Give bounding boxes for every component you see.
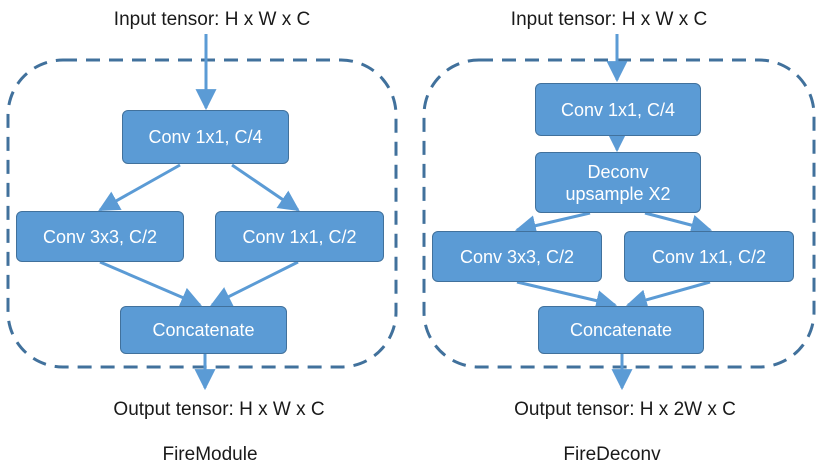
- firemodule-conv1x1-box: Conv 1x1, C/4: [122, 110, 289, 164]
- firemodule-output-label: Output tensor: H x W x C: [113, 399, 325, 420]
- firemodule-caption: FireModule: [162, 444, 258, 465]
- firedeconv-conv1x1-box: Conv 1x1, C/4: [535, 83, 701, 136]
- firemodule-input-label: Input tensor: H x W x C: [113, 9, 311, 30]
- firedeconv-deconv-line1: Deconv: [587, 161, 649, 182]
- arrow-left-to-branch-left: [98, 163, 181, 212]
- arrow-right-to-branch-right: [644, 211, 713, 236]
- firemodule-dashed-border: [6, 58, 398, 369]
- arrow-left-branch-right-to-concat: [210, 260, 299, 307]
- arrow-right-to-branch-left: [514, 211, 591, 236]
- firedeconv-deconv-line2: upsample X2: [565, 183, 671, 204]
- arrow-right-branch-right-to-concat: [625, 280, 711, 311]
- firemodule-conv1x1-branch-box: Conv 1x1, C/2: [215, 211, 384, 262]
- firedeconv-concatenate-box: Concatenate: [538, 306, 704, 354]
- arrow-right-branch-left-to-concat: [516, 280, 618, 311]
- firemodule-concatenate-box: Concatenate: [120, 306, 287, 354]
- arrow-left-branch-left-to-concat: [99, 260, 202, 308]
- firedeconv-dashed-border: [422, 58, 816, 369]
- firedeconv-caption: FireDeconv: [563, 444, 661, 465]
- firemodule-conv3x3-box: Conv 3x3, C/2: [16, 211, 184, 262]
- firedeconv-input-label: Input tensor: H x W x C: [510, 9, 708, 30]
- firedeconv-conv3x3-box: Conv 3x3, C/2: [432, 231, 602, 282]
- firedeconv-output-label: Output tensor: H x 2W x C: [514, 399, 736, 420]
- firedeconv-conv1x1-branch-box: Conv 1x1, C/2: [624, 231, 794, 282]
- arrow-left-to-branch-right: [231, 163, 300, 212]
- firedeconv-deconv-box: Deconv upsample X2: [535, 152, 701, 213]
